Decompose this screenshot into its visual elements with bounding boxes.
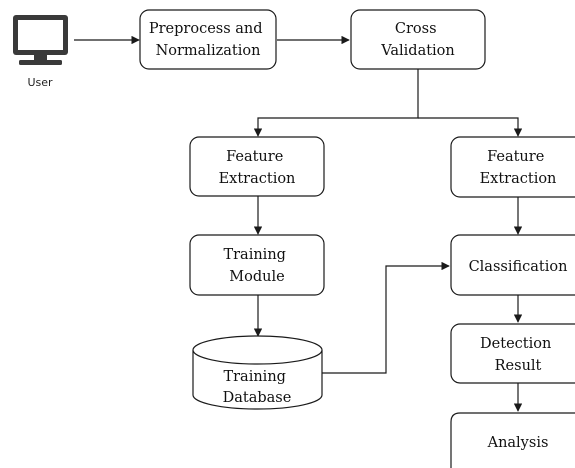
node-classification-line1: Classification xyxy=(469,259,568,275)
node-training-database: Training Database xyxy=(192,335,323,410)
edge-database-to-classification xyxy=(322,261,450,374)
svg-text:Training Module: Training Module xyxy=(223,247,290,285)
node-feature-right-line2: Extraction xyxy=(480,171,557,187)
node-feature-extraction-right: Feature Extraction xyxy=(450,136,575,198)
node-training-database-line2: Database xyxy=(223,390,292,406)
svg-text:Training Database: Training Database xyxy=(223,369,292,406)
node-detection-result-line2: Result xyxy=(495,358,542,374)
node-analysis-line1: Analysis xyxy=(487,435,549,451)
svg-text:Cross Validation: Cross Validation xyxy=(380,21,455,59)
svg-text:Preprocess and Normaliza: Preprocess and Normalization xyxy=(149,21,267,59)
node-analysis: Analysis xyxy=(450,412,575,468)
svg-text:Feature Extraction: Feature Extraction xyxy=(219,149,296,187)
node-training-module-line1: Training xyxy=(223,247,285,263)
node-detection-result-line1: Detection xyxy=(480,336,551,352)
node-training-module: Training Module xyxy=(189,234,325,296)
svg-text:Feature Extraction: Feature Extraction xyxy=(480,149,557,187)
node-preprocess: Preprocess and Normalization xyxy=(139,9,277,70)
edge-cross-validation-to-feature-left xyxy=(253,69,419,137)
node-feature-left-line2: Extraction xyxy=(219,171,296,187)
node-detection-result: Detection Result xyxy=(450,323,575,384)
node-cross-validation-line2: Validation xyxy=(380,43,455,59)
node-classification: Classification xyxy=(450,234,575,296)
svg-text:Classification: Classification xyxy=(469,259,568,275)
user-label: User xyxy=(27,76,53,89)
node-cross-validation: Cross Validation xyxy=(350,9,486,70)
node-preprocess-line2: Normalization xyxy=(156,43,261,59)
node-cross-validation-line1: Cross xyxy=(395,21,437,37)
edge-cross-validation-to-feature-right xyxy=(418,117,523,137)
node-preprocess-line1: Preprocess and xyxy=(149,21,263,37)
node-training-database-line1: Training xyxy=(223,369,285,385)
svg-text:Detection Result: Detection Result xyxy=(480,336,556,374)
node-training-module-line2: Module xyxy=(229,269,284,285)
node-feature-left-line1: Feature xyxy=(226,149,283,165)
svg-text:Analysis: Analysis xyxy=(487,435,549,451)
node-feature-extraction-left: Feature Extraction xyxy=(189,136,325,197)
node-feature-right-line1: Feature xyxy=(487,149,544,165)
computer-monitor-icon xyxy=(13,15,68,65)
